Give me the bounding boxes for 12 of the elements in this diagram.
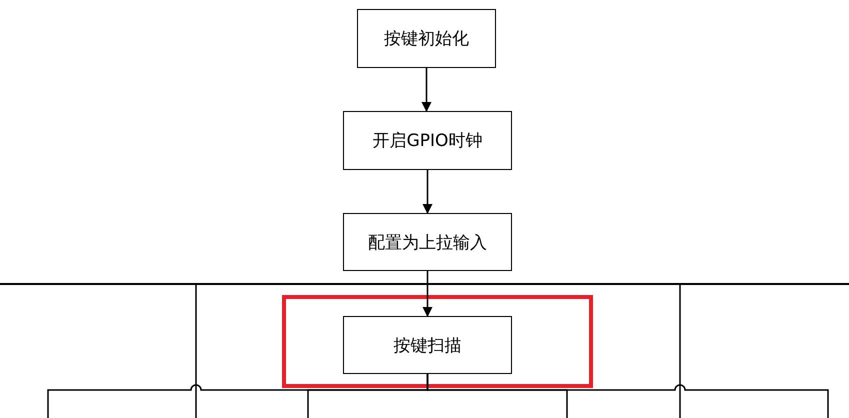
- process-box: [343, 213, 512, 271]
- process-box: [343, 111, 512, 170]
- box-label: 配置为上拉输入: [368, 232, 487, 254]
- arrow: [422, 271, 432, 317]
- arrow: [422, 68, 432, 112]
- arrow: [422, 170, 432, 214]
- process-box: [357, 9, 496, 68]
- box-label: 开启GPIO时钟: [372, 130, 482, 152]
- connector-line: [426, 374, 829, 418]
- box-label: 按键扫描: [394, 334, 462, 356]
- process-box: [343, 316, 512, 374]
- box-label: 按键初始化: [384, 28, 469, 50]
